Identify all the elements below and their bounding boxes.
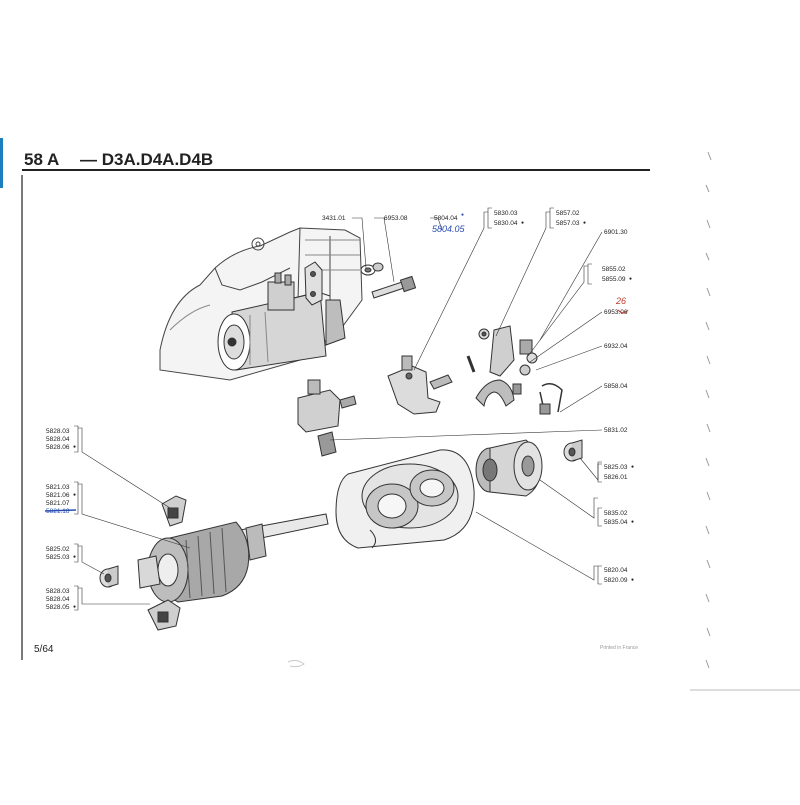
callout-5830: 5830.03 5830.04 ●: [487, 207, 524, 229]
callout-5857: 5857.02 5857.03 ●: [549, 207, 586, 229]
callout-5825-02: 5825.02: [46, 546, 70, 553]
drive-pinion-illustration: [475, 439, 543, 497]
callout-5828-04-top: 5828.04: [46, 436, 70, 443]
callout-3431-01: 3431.01: [322, 215, 346, 222]
callout-5826-01: 5826.01: [604, 474, 628, 481]
callout-5825-right: 5825.03 5826.01 ●: [597, 461, 634, 483]
callout-5831-02: 5831.02: [604, 427, 628, 434]
callout-5820: 5820.04 5820.09 ●: [597, 565, 634, 585]
bush-right-illustration: [563, 439, 583, 462]
brush-holder-bottom-illustration: [147, 599, 181, 631]
callout-5825-left: 5825.02 5825.03 ●: [46, 543, 79, 563]
bush-left-illustration: [99, 565, 119, 588]
fork-lever-illustration: [466, 325, 563, 415]
section-number: 58 A: [24, 150, 59, 169]
callout-5820-04: 5820.04: [604, 567, 628, 574]
red-correction-mark: [617, 309, 629, 314]
callout-labels: 3431.01 6953.08 5804.04 ● 5830.03 5830.0…: [44, 207, 634, 611]
pencil-scribble: [287, 659, 305, 668]
callout-5821-18: 5821.18: [46, 508, 70, 515]
callout-5835: 5835.02 5835.04 ●: [597, 507, 634, 527]
svg-text:●: ●: [73, 604, 76, 610]
svg-text:●: ●: [583, 220, 586, 226]
solenoid-switch-illustration: [297, 379, 357, 457]
svg-text:●: ●: [521, 220, 524, 226]
callout-5825-03-right: 5825.03: [604, 464, 628, 471]
svg-text:●: ●: [631, 519, 634, 525]
svg-text:●: ●: [631, 464, 634, 470]
callout-5830-03: 5830.03: [494, 210, 518, 217]
binder-tab: [0, 138, 3, 188]
callout-5858-04: 5858.04: [604, 383, 628, 390]
callout-5821-06: 5821.06: [46, 492, 70, 499]
armature-illustration: [137, 513, 329, 603]
perforation-strip: [690, 151, 800, 691]
callout-5821: 5821.03 5821.06 5821.07 5821.18 ●: [44, 481, 79, 515]
callout-5804-04: 5804.04: [434, 215, 458, 222]
handwritten-part-number: 5804.05: [432, 224, 466, 234]
callout-6953-08: 6953.08: [384, 215, 408, 222]
callout-5828-05: 5828.05: [46, 604, 70, 611]
svg-text:●: ●: [629, 276, 632, 282]
callout-5855-09: 5855.09: [602, 276, 626, 283]
svg-text:●: ●: [461, 212, 464, 218]
callout-5821-03: 5821.03: [46, 484, 70, 491]
model-list: — D3A.D4A.D4B: [80, 150, 213, 169]
long-bolt-illustration: [371, 275, 417, 299]
svg-text:●: ●: [73, 554, 76, 560]
callout-6932-04: 6932.04: [604, 343, 628, 350]
callout-5820-09: 5820.09: [604, 577, 628, 584]
svg-text:●: ●: [73, 444, 76, 450]
callout-5835-04: 5835.04: [604, 519, 628, 526]
printed-note: Printed in France: [600, 645, 638, 651]
leader-lines: [78, 211, 603, 605]
handwritten-revision: 26: [615, 296, 626, 306]
callout-5855-02: 5855.02: [602, 266, 626, 273]
callout-5830-04: 5830.04: [494, 220, 518, 227]
callout-6953-06: 6953.06: [604, 309, 628, 316]
svg-text:●: ●: [73, 492, 76, 498]
stator-housing-illustration: [335, 449, 475, 549]
callout-5821-07: 5821.07: [46, 500, 70, 507]
callout-5828-06: 5828.06: [46, 444, 70, 451]
page-number: 5/64: [34, 644, 54, 655]
starter-mounted-illustration: [217, 272, 346, 371]
callout-5828-bottom: 5828.03 5828.04 5828.05 ●: [46, 585, 79, 611]
callout-5855: 5855.02 5855.09 ●: [587, 263, 632, 285]
callout-5828-03-bottom: 5828.03: [46, 588, 70, 595]
callout-5825-03-left: 5825.03: [46, 554, 70, 561]
callout-6901-30: 6901.30: [604, 229, 628, 236]
callout-5828-03-top: 5828.03: [46, 428, 70, 435]
svg-text:●: ●: [631, 577, 634, 583]
callout-5835-02: 5835.02: [604, 510, 628, 517]
callout-5828-top: 5828.03 5828.04 5828.06 ●: [46, 425, 79, 453]
brush-holder-top-illustration: [161, 495, 187, 527]
mounting-bracket-illustration: [304, 261, 384, 306]
callout-5857-02: 5857.02: [556, 210, 580, 217]
solenoid-bracket-illustration: [387, 355, 453, 415]
callout-5857-03: 5857.03: [556, 220, 580, 227]
callout-5828-04-bottom: 5828.04: [46, 596, 70, 603]
